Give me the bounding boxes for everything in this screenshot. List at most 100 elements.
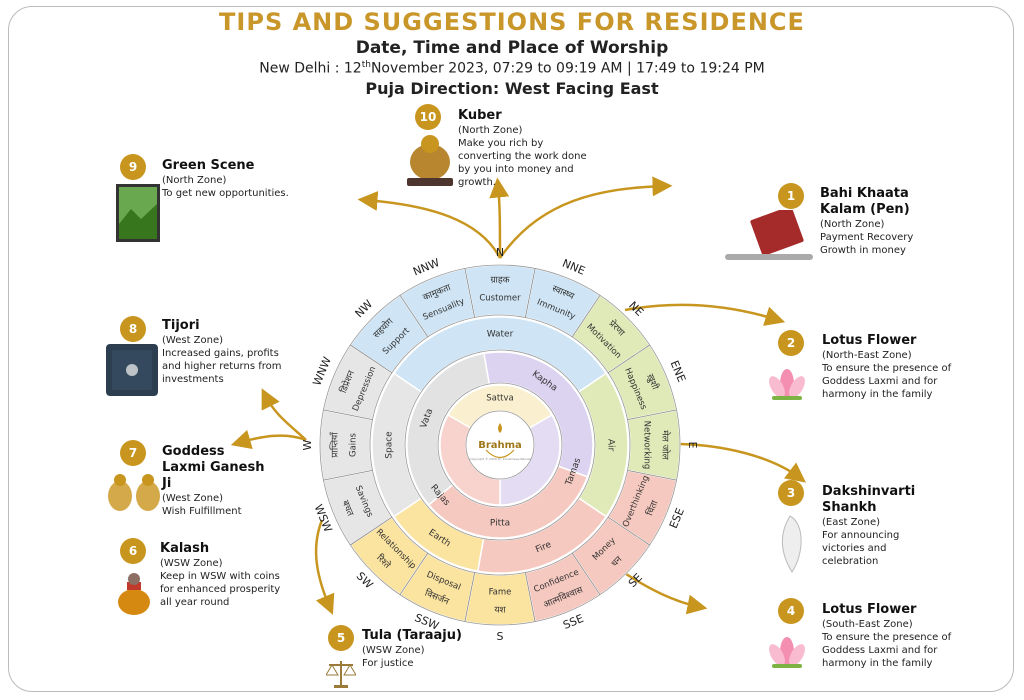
tip-number-badge-9: 9 <box>120 154 146 180</box>
dosha-label-sattva: Sattva <box>486 394 514 404</box>
tip-zone: (West Zone) <box>162 493 224 504</box>
kuber-icon <box>407 135 453 186</box>
lotus-icon <box>769 637 805 668</box>
tip-desc: Make you rich by converting the work don… <box>458 138 587 188</box>
zone-en-label-0: Customer <box>479 294 521 304</box>
tip-desc: For justice <box>362 658 414 669</box>
tip-card-7: Goddess Laxmi Ganesh Ji(West Zone)Wish F… <box>162 444 272 518</box>
tip-number-badge-3: 3 <box>778 480 804 506</box>
ring-outline-4 <box>465 410 535 480</box>
ring-outline-1 <box>369 314 631 576</box>
tip-zone: (North Zone) <box>458 125 523 136</box>
tip-title: Kuber <box>458 108 502 123</box>
page-frame <box>8 6 1014 692</box>
tip-title: Bahi Khaata Kalam (Pen) <box>820 186 910 217</box>
zone-divider-8 <box>524 572 536 622</box>
arrow-8 <box>261 388 307 441</box>
arrow-9 <box>357 190 502 259</box>
tip-title: Tijori <box>162 318 200 333</box>
tip-card-1: Bahi Khaata Kalam (Pen)(North Zone)Payme… <box>820 186 930 257</box>
scale-icon <box>326 661 356 688</box>
zone-segment-12 <box>319 409 374 481</box>
datetime-line: New Delhi : 12thNovember 2023, 07:29 to … <box>0 60 1024 77</box>
arrow-2 <box>624 303 786 326</box>
tip-number-badge-10: 10 <box>415 104 441 130</box>
center-copyright: Copyright © 2020 Dr. Khushdeep Bansal <box>469 457 530 461</box>
tip-card-10: Kuber (North Zone) Make you rich by conver… <box>458 108 588 189</box>
tip-desc: For announcing victories and celebration <box>822 530 900 567</box>
tip-title: Lotus Flower <box>822 602 917 617</box>
dosha-label-pitta: Pitta <box>490 519 510 529</box>
datetime-suffix: November 2023, 07:29 to 09:19 AM | 17:49… <box>370 60 765 77</box>
zone-divider-6 <box>607 516 650 546</box>
arrow-5 <box>314 519 335 615</box>
zone-divider-0 <box>464 268 476 318</box>
zone-segment-8 <box>464 571 536 626</box>
zone-segment-0 <box>464 264 536 319</box>
zone-divider-1 <box>524 268 536 318</box>
flame-icon <box>498 423 502 433</box>
arrow-7 <box>230 429 307 450</box>
zone-hi-label-4: मेल जोल <box>660 430 672 460</box>
zone-divider-9 <box>464 572 476 622</box>
tip-card-4: Lotus Flower (South-East Zone) To ensure t… <box>822 602 952 670</box>
landscape-icon <box>116 184 160 242</box>
tip-desc: Keep in WSW with coins for enhanced pros… <box>160 571 281 608</box>
zone-hi-label-12: प्राप्तियाँ <box>329 431 341 457</box>
direction-label-E: E <box>686 442 699 449</box>
safe-icon <box>106 344 158 396</box>
direction-label-S: S <box>497 630 504 643</box>
conch-icon <box>781 515 802 573</box>
tip-card-5: Tula (Taraaju)(WSW Zone)For justice <box>362 628 472 670</box>
tip-desc: To ensure the presence of Goddess Laxmi … <box>822 632 952 669</box>
element-label-air: Air <box>606 439 616 452</box>
tip-card-3: Dakshinvarti Shankh (East Zone) For announ… <box>822 484 916 568</box>
zone-divider-3 <box>607 344 650 374</box>
tip-desc: To ensure the presence of Goddess Laxmi … <box>822 363 952 400</box>
tip-title: Tula (Taraaju) <box>362 628 462 643</box>
ring-outline-3 <box>437 382 563 508</box>
zone-hi-label-0: ग्राहक <box>490 276 510 286</box>
page-subtitle: Date, Time and Place of Worship <box>355 38 669 58</box>
tip-number-badge-8: 8 <box>120 316 146 342</box>
tip-title: Green Scene <box>162 158 255 173</box>
page-title: TIPS AND SUGGESTIONS FOR RESIDENCE <box>219 8 805 36</box>
arrow-1 <box>498 176 673 259</box>
tip-desc: To get new opportunities. <box>162 188 289 199</box>
arrow-3 <box>679 442 806 483</box>
datetime-sup: th <box>361 60 371 70</box>
tip-card-6: Kalash (WSW Zone) Keep in WSW with coins f… <box>160 541 285 609</box>
zone-divider-14 <box>350 344 393 374</box>
tip-card-2: Lotus Flower(North-East Zone)To ensure t… <box>822 333 952 401</box>
center-circle <box>467 412 533 478</box>
tip-zone: (North Zone) <box>820 219 885 230</box>
tip-number-badge-5: 5 <box>328 625 354 651</box>
tip-zone: (South-East Zone) <box>822 619 913 630</box>
direction-label-ENE: ENE <box>668 359 688 384</box>
zone-en-label-4: Networking <box>642 421 652 470</box>
diya-icon <box>485 449 515 459</box>
tip-card-9: Green Scene(North Zone)To get new opport… <box>162 158 312 200</box>
tip-title: Dakshinvarti Shankh <box>822 484 916 515</box>
zone-divider-13 <box>323 409 373 421</box>
direction-label-NW: NW <box>353 297 376 320</box>
zone-divider-15 <box>399 295 429 338</box>
element-label-water: Water <box>487 330 514 340</box>
tip-zone: (North-East Zone) <box>822 350 912 361</box>
tip-zone: (East Zone) <box>822 517 881 528</box>
puja-direction: Puja Direction: West Facing East <box>365 79 659 98</box>
tip-desc: Wish Fulfillment <box>162 506 242 517</box>
tip-number-badge-6: 6 <box>120 538 146 564</box>
direction-label-SSE: SSE <box>561 612 585 632</box>
tip-zone: (WSW Zone) <box>160 558 223 569</box>
zone-en-label-12: Gains <box>349 432 359 457</box>
element-label-space: Space <box>385 431 395 459</box>
arrow-10 <box>489 177 510 259</box>
direction-label-NNE: NNE <box>560 257 587 278</box>
kalash-icon <box>118 573 150 615</box>
tip-title: Kalash <box>160 541 210 556</box>
zone-divider-11 <box>350 516 393 546</box>
zone-divider-10 <box>399 552 429 595</box>
zone-en-label-8: Fame <box>489 588 512 598</box>
